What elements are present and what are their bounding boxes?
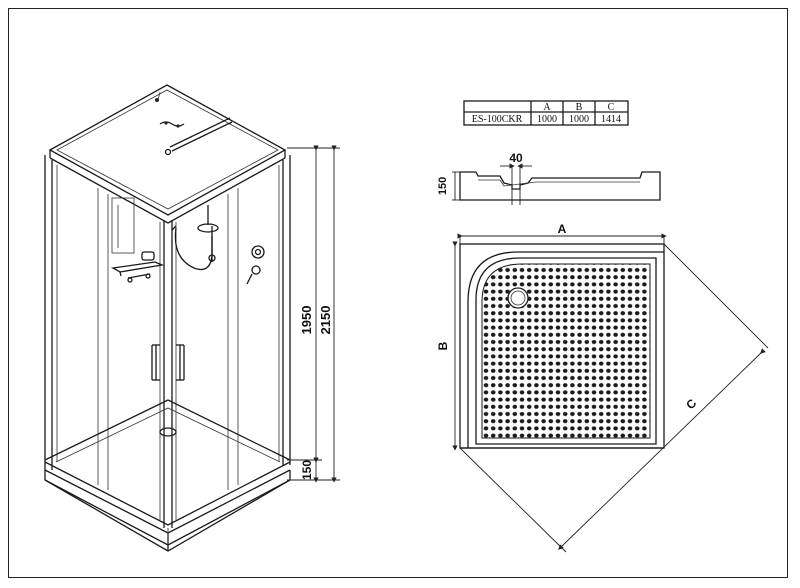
tray-profile-drawing	[452, 163, 661, 205]
total-height-label: 2150	[318, 306, 333, 335]
table-value-c: 1414	[601, 114, 621, 125]
table-value-a: 1000	[537, 114, 557, 125]
side-a-label: A	[558, 222, 567, 236]
table-header-c: C	[608, 102, 615, 113]
table-model-cell: ES-100CKR	[472, 114, 523, 125]
spec-table	[463, 100, 629, 126]
tray-profile-height-label: 150	[437, 177, 449, 195]
tray-height-side-label: 150	[300, 460, 314, 480]
side-b-label: B	[436, 341, 450, 350]
table-header-a: A	[543, 102, 551, 113]
drain-offset-label: 40	[509, 151, 523, 165]
table-header-b: B	[576, 102, 583, 113]
tray-plan-drawing	[452, 233, 769, 553]
diagonal-c-label: C	[683, 396, 699, 412]
cabin-height-label: 1950	[299, 306, 314, 335]
drawing-frame	[8, 8, 788, 578]
shower-cabin-drawing	[44, 84, 340, 552]
table-value-b: 1000	[569, 114, 589, 125]
